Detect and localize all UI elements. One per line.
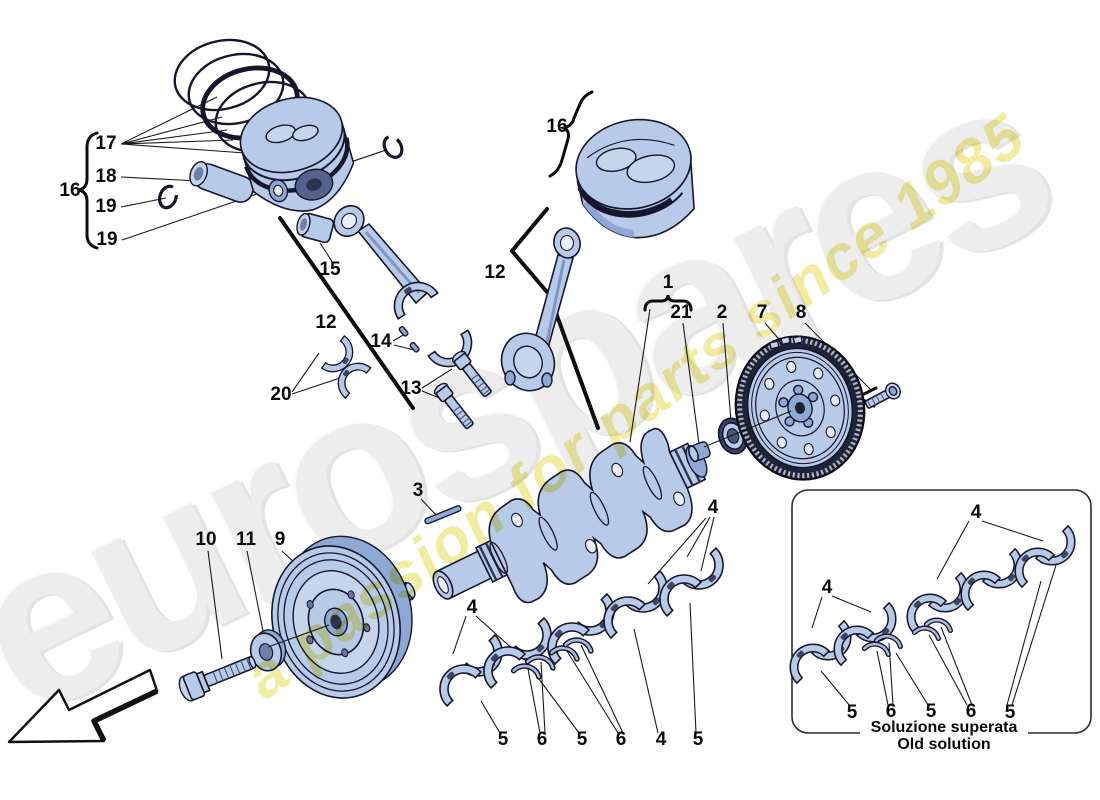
part-callout-5[interactable]: 5 [1005,702,1016,723]
part-callout-5[interactable]: 5 [693,729,704,750]
wrist-pin [189,161,255,203]
group-brackets [78,90,878,430]
part-callout-21[interactable]: 21 [670,302,692,323]
leader-lines [120,96,1058,734]
part-callout-4[interactable]: 4 [971,502,982,523]
part-callout-12[interactable]: 12 [484,262,505,283]
old-solution-label-it: Soluzione superata [871,719,1018,736]
part-callout-19[interactable]: 19 [96,229,117,250]
part-callout-20[interactable]: 20 [270,384,291,405]
part-callout-4[interactable]: 4 [708,497,719,518]
crankshaft [432,427,708,604]
part-callout-13[interactable]: 13 [400,378,421,399]
part-callout-6[interactable]: 6 [616,729,627,750]
part-callout-15[interactable]: 15 [319,259,341,280]
part-callout-17[interactable]: 17 [95,133,116,154]
part-callout-5[interactable]: 5 [926,701,937,722]
part-callout-16[interactable]: 16 [59,180,80,201]
pulley-washer [249,629,287,672]
part-callout-3[interactable]: 3 [413,480,424,501]
piston [239,96,355,212]
part-callout-5[interactable]: 5 [498,729,509,750]
flywheel [734,335,866,481]
flywheel-bolt [864,382,901,409]
crankshaft-pulley [271,535,413,699]
old-solution-shells [779,525,1086,684]
part-callout-2[interactable]: 2 [717,302,728,323]
part-callout-6[interactable]: 6 [966,701,977,722]
circlip-icon [157,184,179,210]
part-callout-11[interactable]: 11 [236,529,257,550]
part-callout-6[interactable]: 6 [886,701,897,722]
part-callout-5[interactable]: 5 [847,702,858,723]
part-callout-4[interactable]: 4 [656,729,667,750]
part-callout-9[interactable]: 9 [275,529,286,550]
crankshaft-key [424,505,462,525]
connecting-rod [321,204,495,432]
part-callout-1[interactable]: 1 [663,272,674,293]
conrod-bolt [449,348,495,400]
part-callout-6[interactable]: 6 [537,729,548,750]
part-callout-4[interactable]: 4 [467,597,478,618]
pulley-bolt [178,655,257,702]
axis-line [267,410,792,648]
conrod-bushing [296,212,335,244]
connecting-rod [500,227,581,392]
part-callout-18[interactable]: 18 [95,166,116,187]
part-callout-10[interactable]: 10 [195,529,216,550]
old-solution-label-en: Old solution [897,736,990,753]
part-callout-4[interactable]: 4 [822,577,833,598]
part-callout-8[interactable]: 8 [796,302,807,323]
circlip-icon [382,135,404,159]
old-solution-box: Soluzione superata Old solution [779,489,1092,753]
part-callout-19[interactable]: 19 [95,196,116,217]
part-callout-7[interactable]: 7 [757,302,768,323]
part-callout-5[interactable]: 5 [577,729,588,750]
piston-assembled [575,118,695,239]
conrod-bolt [431,380,477,432]
part-callout-12[interactable]: 12 [315,312,336,333]
part-callout-14[interactable]: 14 [370,331,392,352]
part-callout-16[interactable]: 16 [546,116,567,137]
direction-arrow-icon [7,668,159,744]
